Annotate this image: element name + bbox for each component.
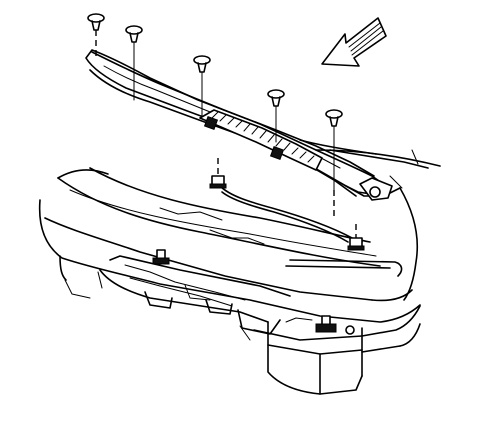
stud-left-lower	[152, 249, 170, 265]
front-direction-arrow-icon	[321, 17, 387, 67]
retainer-3	[193, 55, 211, 117]
grille-retainers	[87, 13, 343, 216]
stud-right-lower	[315, 315, 355, 335]
lower-frame	[64, 255, 363, 395]
cowl-panel	[38, 167, 421, 323]
nut-left-upper	[209, 175, 227, 189]
retainer-2	[125, 25, 143, 101]
retainer-4	[267, 89, 285, 143]
mounting-nuts	[152, 175, 365, 335]
retainer-5	[325, 109, 343, 216]
lower-right-panel	[361, 305, 421, 353]
weatherstrip-seal	[219, 185, 403, 277]
cowl-vent-grille	[85, 49, 429, 201]
retainer-1	[87, 13, 105, 56]
nut-right	[347, 224, 365, 251]
windshield-edge	[315, 149, 441, 167]
